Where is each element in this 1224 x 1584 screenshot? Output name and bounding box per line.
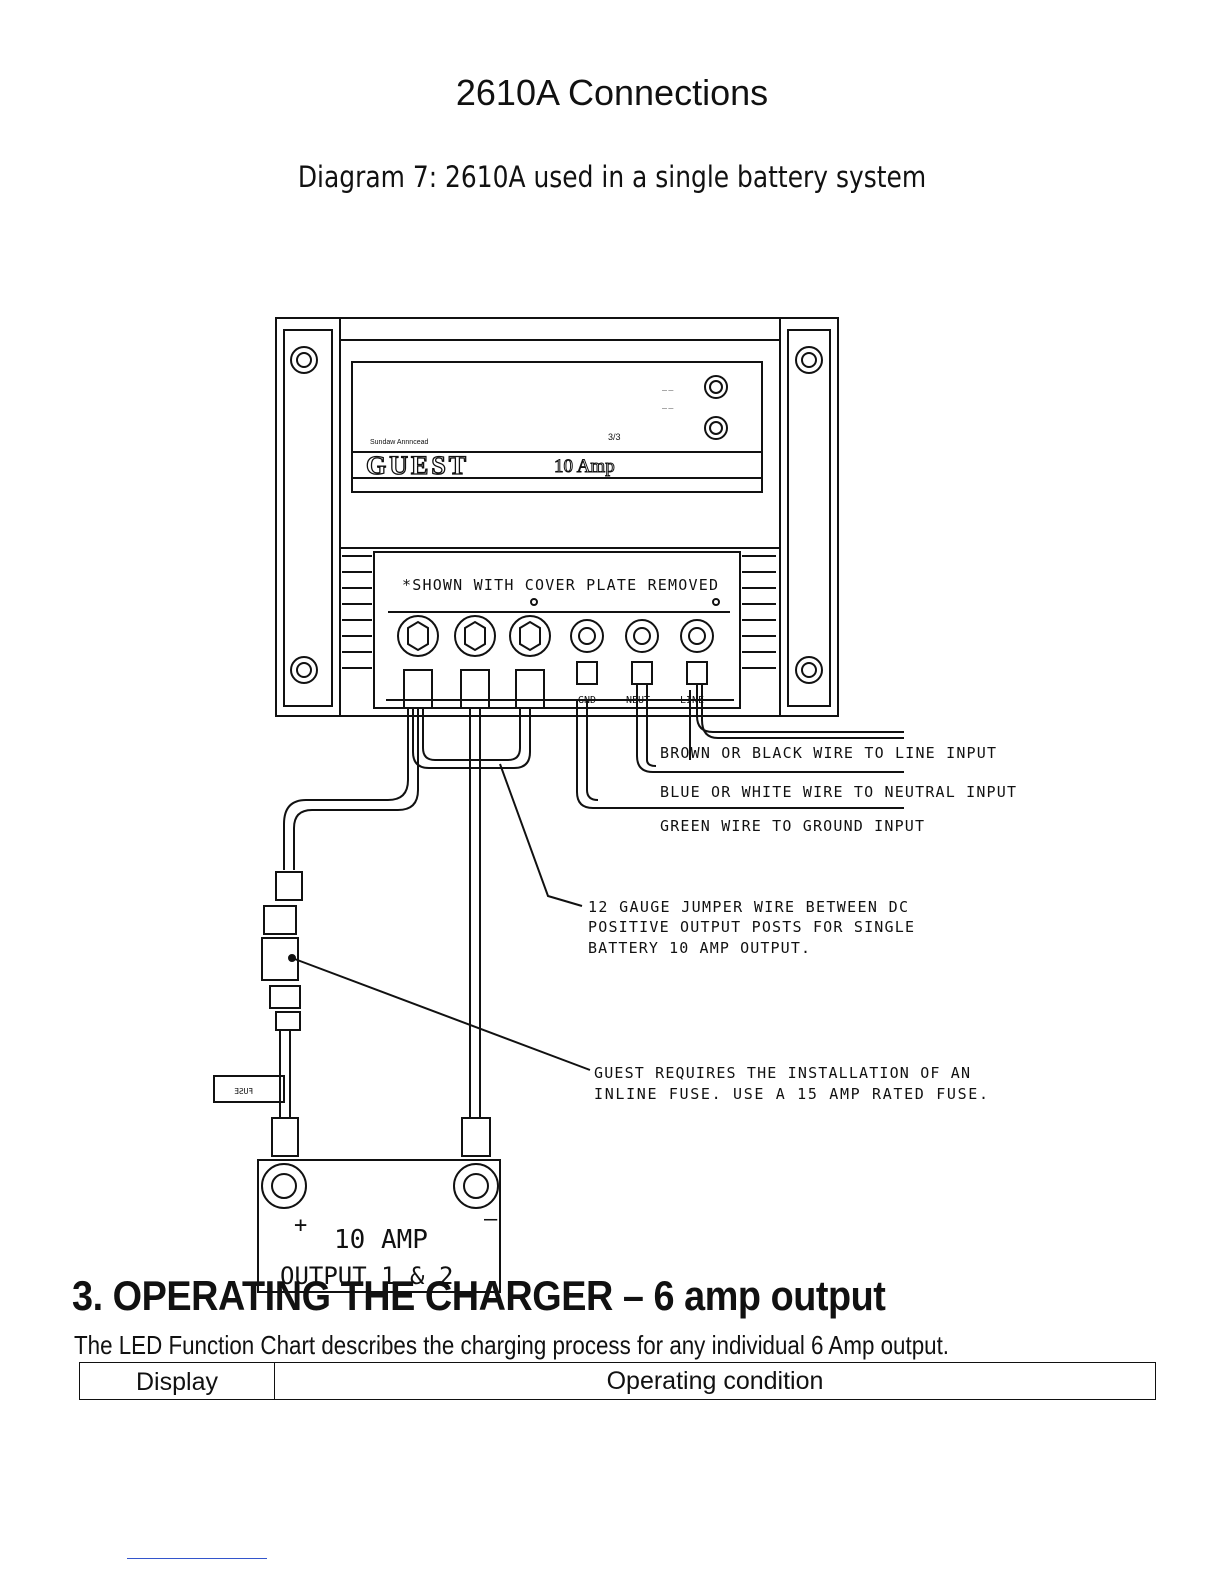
callout-jumper-2: POSITIVE OUTPUT POSTS FOR SINGLE [588,918,914,936]
line-wire [689,684,904,760]
battery-minus: – [484,1207,498,1232]
battery-terminal-negative [453,1163,499,1209]
terminal-label-gnd: GND [578,695,596,706]
terminal-label-neut: NEUT [626,695,650,706]
led-function-table: Display Operating condition [79,1362,1156,1400]
label-plate [351,361,763,493]
cover-note: *SHOWN WITH COVER PLATE REMOVED [402,576,718,594]
jumper-wire [412,708,531,769]
svg-text:ƎƧUꟻ: ƎƧUꟻ [234,1087,253,1096]
dc-terminal-3 [509,615,551,657]
battery-plus: + [294,1213,307,1238]
fuse-leader [291,957,591,1071]
table-header-operating-condition: Operating condition [606,1367,824,1395]
ac-terminal-neut [625,619,659,653]
mount-hole-icon [795,656,823,684]
callout-jumper-1: 12 GAUGE JUMPER WIRE BETWEEN DC [588,898,908,916]
page-title: 2610A Connections [455,72,769,113]
callout-jumper-3: BATTERY 10 AMP OUTPUT. [588,939,810,957]
terminal-block [373,551,741,709]
table-header-display: Display [80,1363,275,1399]
led-indicator-icon [704,375,728,399]
callout-ground-wire: GREEN WIRE TO GROUND INPUT [660,817,924,835]
mount-hole-icon [795,346,823,374]
battery-box [257,1159,501,1293]
terminal-label-line: LINE [680,695,704,706]
svg-text:— —: — — [662,406,673,412]
callout-neutral-wire: BLUE OR WHITE WIRE TO NEUTRAL INPUT [660,783,1016,801]
brand-logo: GUEST [366,451,469,480]
ac-terminal-line [680,619,714,653]
positive-cable [283,708,419,870]
page-footer-rule [127,1558,267,1559]
svg-text:3/3: 3/3 [608,432,621,442]
jumper-leader [499,763,583,907]
ground-wire [576,700,904,809]
section-heading: 3. OPERATING THE CHARGER – 6 amp output [72,1272,886,1319]
dc-terminal-2 [454,615,496,657]
svg-text:— —: — — [662,388,673,394]
section-description: The LED Function Chart describes the cha… [74,1330,950,1360]
callout-fuse-1: GUEST REQUIRES THE INSTALLATION OF AN [594,1064,970,1082]
mount-hole-icon [290,346,318,374]
charger-rating: 10 Amp [554,456,615,477]
dc-terminal-1 [397,615,439,657]
ac-terminal-gnd [570,619,604,653]
mount-hole-icon [290,656,318,684]
inline-fuse [261,871,303,1009]
svg-text:Sundaw Annncead: Sundaw Annncead [370,439,428,446]
battery-terminal-positive [261,1163,307,1209]
neutral-wire [636,684,904,773]
table-underline [79,1399,117,1400]
battery-label-1: 10 AMP [334,1225,428,1255]
charger-housing [275,317,839,717]
callout-fuse-2: INLINE FUSE. USE A 15 AMP RATED FUSE. [594,1085,988,1103]
diagram-title: Diagram 7: 2610A used in a single batter… [297,160,927,194]
led-indicator-icon [704,416,728,440]
battery-label-2: OUTPUT 1 & 2 [280,1262,453,1290]
callout-line-wire: BROWN OR BLACK WIRE TO LINE INPUT [660,744,996,762]
